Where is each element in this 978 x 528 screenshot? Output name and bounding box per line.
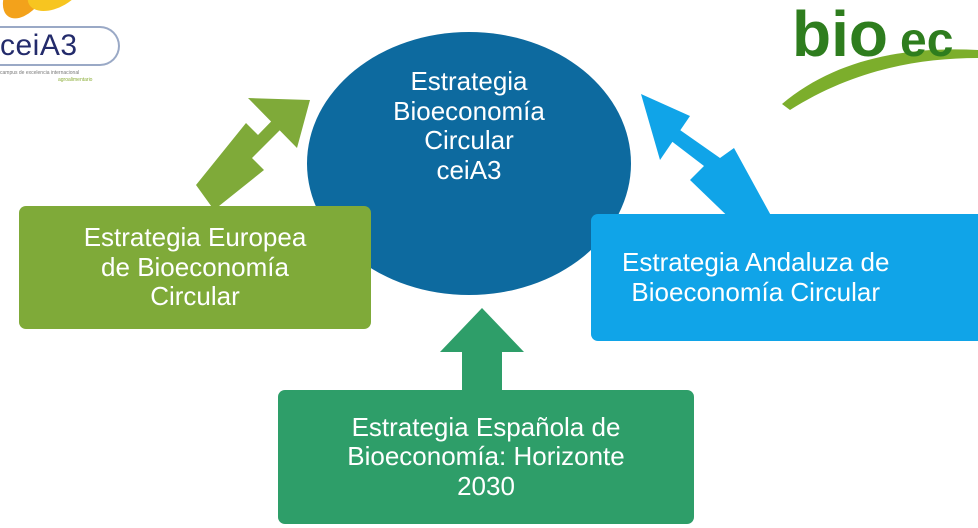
label-line: Estrategia Europea: [83, 222, 307, 253]
central-line: Circular: [424, 125, 514, 155]
andalusian-strategy-label: Estrategia Andaluza de Bioeconomía Circu…: [622, 247, 890, 307]
central-line: Bioeconomía: [393, 95, 545, 126]
logo-brand-text: ceiA3: [0, 29, 78, 62]
bioec-logo-graphic: bio ec: [782, 0, 978, 110]
svg-text:ec: ec: [900, 14, 953, 67]
logo-subtitle: campus de excelencia internacional: [0, 70, 80, 76]
svg-text:bio: bio: [792, 0, 888, 70]
arrow-spanish-to-center: [440, 308, 524, 395]
spanish-strategy-label: Estrategia Española de Bioeconomía: Hori…: [347, 411, 625, 502]
logo-subtitle-2: agroalimentario: [58, 77, 93, 83]
central-line: ceiA3: [436, 154, 502, 185]
arrow-european-to-center: [196, 98, 310, 210]
spanish-strategy-box: Estrategia Española de Bioeconomía: Hori…: [278, 390, 694, 524]
label-line: Estrategia Española de: [351, 411, 621, 442]
arrow-andalusian-to-center: [641, 94, 780, 232]
central-line: Estrategia: [410, 66, 528, 96]
central-strategy-label: Estrategia Bioeconomía Circular ceiA3: [307, 66, 631, 185]
label-line: 2030: [457, 470, 515, 501]
european-strategy-box: Estrategia Europea de Bioeconomía Circul…: [19, 206, 371, 329]
european-strategy-label: Estrategia Europea de Bioeconomía Circul…: [84, 223, 307, 312]
label-line: Circular: [150, 281, 240, 312]
label-line: Bioeconomía Circular: [631, 276, 880, 307]
label-line: Bioeconomía: Horizonte: [347, 441, 625, 472]
label-line: de Bioeconomía: [101, 251, 289, 282]
ceia3-logo: ceiA3 campus de excelencia internacional…: [0, 0, 180, 130]
logo-brand-frame: [0, 26, 120, 66]
andalusian-strategy-box: Estrategia Andaluza de Bioeconomía Circu…: [591, 214, 978, 341]
label-line: Estrategia Andaluza de: [622, 247, 890, 277]
bioec-logo: bio ec: [754, 0, 978, 130]
